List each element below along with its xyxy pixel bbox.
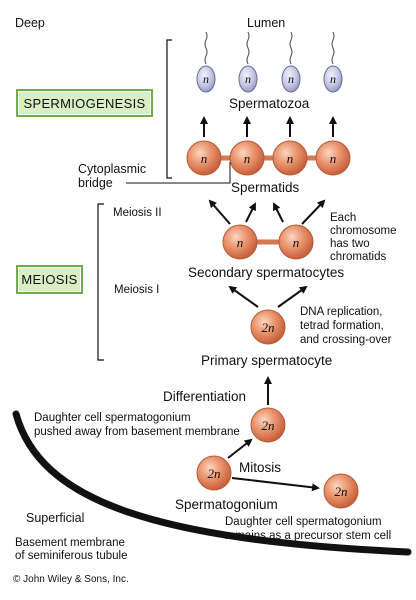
- chromosome-note-line4: chromatids: [330, 251, 387, 263]
- spermiogenesis-bracket: [166, 39, 172, 179]
- spermiogenesis-box: SPERMIOGENESIS: [16, 89, 153, 117]
- superficial-label: Superficial: [26, 511, 85, 525]
- stem-note-line1: Daughter cell spermatogonium: [225, 516, 382, 528]
- svg-text:n: n: [288, 72, 294, 86]
- dna-note-line2: tetrad formation,: [300, 320, 384, 332]
- pushed-note-line1: Daughter cell spermatogonium: [34, 412, 191, 424]
- svg-text:n: n: [237, 235, 244, 250]
- spermatogonium-cell: [196, 455, 232, 491]
- cytoplasmic-bridge-label-line1: Cytoplasmic: [78, 162, 147, 176]
- spermatid-n-labels: n n n n: [201, 151, 337, 166]
- chromosome-note-line1: Each: [330, 212, 357, 224]
- pushed-spermatogonium-cell: [250, 407, 286, 443]
- spermiogenesis-arrows: [200, 116, 337, 137]
- membrane-note-line1: Basement membrane: [15, 537, 125, 549]
- svg-text:n: n: [245, 72, 251, 86]
- meiosis-box: MEIOSIS: [16, 265, 83, 294]
- differentiation-label: Differentiation: [163, 389, 247, 404]
- cytoplasmic-bridge-pointer: [126, 162, 231, 184]
- svg-text:n: n: [244, 151, 251, 166]
- svg-text:n: n: [201, 151, 208, 166]
- stem-cell-2n-label: 2n: [335, 484, 348, 499]
- dna-note-line1: DNA replication,: [300, 306, 383, 318]
- secondary-spermatocytes-label: Secondary spermatocytes: [188, 265, 345, 280]
- dna-note-line3: and crossing-over: [300, 334, 392, 346]
- primary-spermatocyte-cell: [250, 309, 286, 345]
- meiosis-one-label: Meiosis I: [114, 284, 160, 296]
- spermatogonium-2n-label: 2n: [208, 466, 221, 481]
- pushed-2n-label: 2n: [262, 418, 275, 433]
- spermatozoa-label: Spermatozoa: [229, 96, 310, 111]
- primary-spermatocyte-label: Primary spermatocyte: [201, 353, 333, 368]
- chromosome-note-line2: chromosome: [330, 225, 397, 237]
- meiosis-one-arrows: [228, 285, 308, 308]
- meiosis-bracket: [97, 203, 104, 361]
- lumen-label: Lumen: [247, 16, 286, 30]
- svg-text:n: n: [330, 72, 336, 86]
- svg-text:n: n: [287, 151, 294, 166]
- svg-text:n: n: [330, 151, 337, 166]
- membrane-note-line2: of seminiferous tubule: [15, 550, 128, 562]
- basement-membrane-curve: [12, 410, 412, 556]
- stem-cell: [323, 473, 359, 509]
- primary-2n-label: 2n: [262, 320, 275, 335]
- spermatogonium-label: Spermatogonium: [175, 497, 278, 512]
- cytoplasmic-bridge-label-line2: bridge: [78, 176, 113, 190]
- chromosome-note-line3: has two: [330, 238, 370, 250]
- spermatid-cells: [186, 140, 351, 176]
- spermatids-label: Spermatids: [231, 180, 300, 195]
- svg-text:n: n: [203, 72, 209, 86]
- stem-note-line2: remains as a precursor stem cell: [225, 530, 392, 542]
- secondary-n-labels: n n: [237, 235, 300, 250]
- copyright-label: © John Wiley & Sons, Inc.: [13, 574, 129, 585]
- secondary-spermatocyte-cells: [222, 224, 314, 260]
- mitosis-arrows: [227, 438, 320, 492]
- spermatozoon-n-labels: n n n n: [203, 72, 336, 86]
- pushed-note-line2: pushed away from basement membrane: [34, 426, 240, 438]
- spermatozoa-tails: [204, 31, 335, 65]
- mitosis-label: Mitosis: [239, 460, 282, 475]
- meiosis-two-arrows: [208, 199, 326, 225]
- spermatozoa-heads: [196, 65, 343, 93]
- svg-text:n: n: [293, 235, 300, 250]
- deep-label: Deep: [15, 16, 45, 30]
- meiosis-two-label: Meiosis II: [113, 207, 162, 219]
